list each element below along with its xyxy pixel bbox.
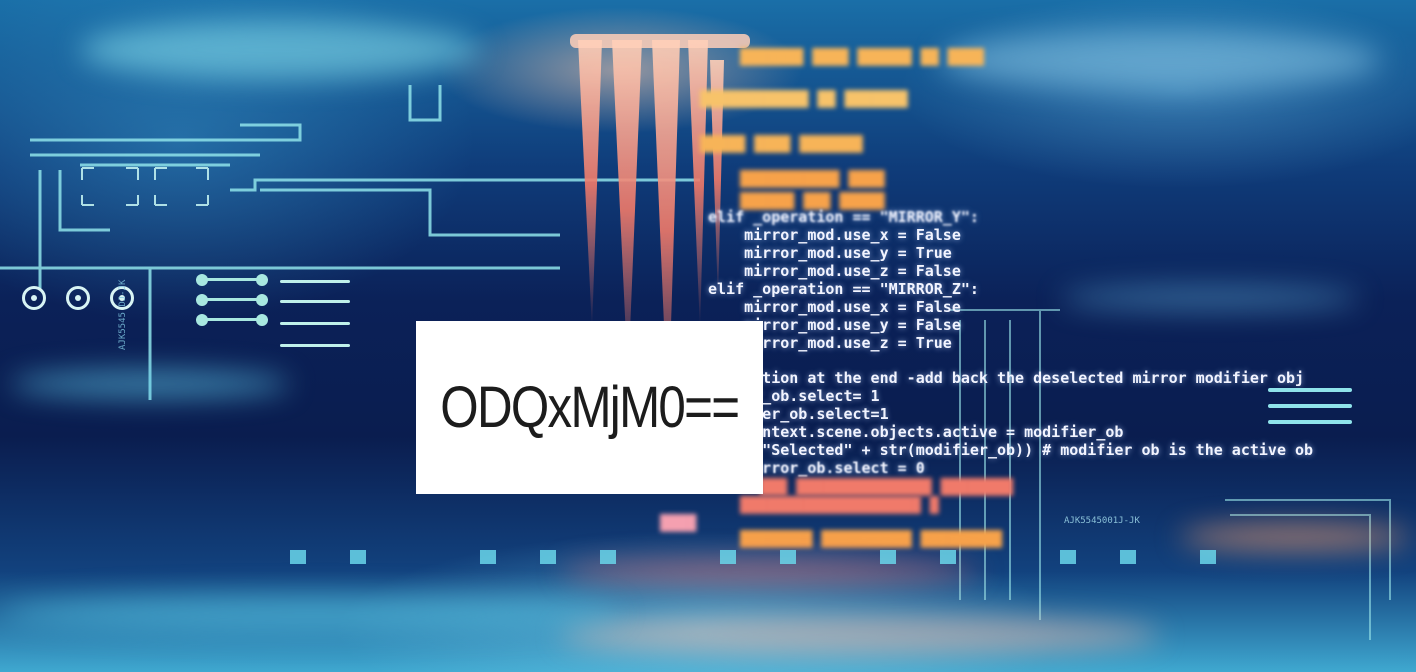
connector-line bbox=[280, 344, 350, 347]
data-block bbox=[540, 550, 556, 564]
part-label-vertical: AJK5545 DJ-JK bbox=[118, 279, 128, 350]
blurred-code-line: ████████████████████ █ bbox=[740, 496, 939, 514]
code-line: mirror_mod.use_y = False bbox=[708, 316, 961, 334]
code-line: print("Selected" + str(modifier_ob)) # m… bbox=[708, 441, 1314, 459]
code-line: mirror_mod.use_x = False bbox=[708, 298, 961, 316]
ring-icon-3 bbox=[110, 286, 134, 310]
code-line: elif _operation == "MIRROR_Y": bbox=[708, 208, 979, 226]
connector-dot bbox=[196, 294, 208, 306]
blurred-code-line: █████ ████ ███████ bbox=[700, 135, 863, 153]
data-block bbox=[940, 550, 956, 564]
data-block bbox=[880, 550, 896, 564]
code-line: #selection at the end -add back the dese… bbox=[708, 369, 1305, 387]
data-block bbox=[720, 550, 736, 564]
data-block bbox=[780, 550, 796, 564]
status-bar bbox=[1268, 420, 1352, 424]
blurred-code-line: ███ ███████████████ ████████ bbox=[760, 478, 1013, 496]
light-streak bbox=[560, 560, 980, 584]
connector-line bbox=[280, 280, 350, 283]
connector-dot bbox=[256, 274, 268, 286]
light-streak bbox=[1180, 525, 1410, 549]
connector-dot bbox=[256, 314, 268, 326]
data-block bbox=[290, 550, 306, 564]
blurred-code-line: ████████████ ██ ███████ bbox=[700, 90, 908, 108]
data-block bbox=[480, 550, 496, 564]
code-line: bpy.context.scene.objects.active = modif… bbox=[708, 423, 1124, 441]
data-block bbox=[600, 550, 616, 564]
light-streak bbox=[1060, 285, 1360, 311]
light-streak bbox=[0, 595, 620, 631]
captcha-card: ODQxMjM0== bbox=[416, 321, 763, 494]
blurred-code-line: ███████████ ████ bbox=[740, 170, 885, 188]
code-line: mirror_mod.use_y = True bbox=[708, 244, 952, 262]
ring-icon-1 bbox=[22, 286, 46, 310]
code-line: mirror_ob.select = 0 bbox=[708, 459, 925, 477]
blurred-code-line: ████ bbox=[660, 514, 697, 532]
status-bar bbox=[1268, 404, 1352, 408]
connector-dot bbox=[256, 294, 268, 306]
connector-dot bbox=[196, 314, 208, 326]
connector-line bbox=[206, 298, 262, 301]
code-line: mirror_mod.use_z = False bbox=[708, 262, 961, 280]
top-light-glow bbox=[80, 20, 480, 80]
blurred-code-line: ███████ ████ ██████ ██ ████ bbox=[740, 48, 984, 66]
data-block bbox=[1200, 550, 1216, 564]
connector-dot bbox=[196, 274, 208, 286]
connector-line bbox=[280, 300, 350, 303]
top-right-glow bbox=[940, 30, 1380, 90]
connector-line bbox=[206, 278, 262, 281]
connector-line bbox=[280, 322, 350, 325]
code-line: elif _operation == "MIRROR_Z": bbox=[708, 280, 979, 298]
light-streak bbox=[10, 370, 290, 398]
code-line: mirror_mod.use_x = False bbox=[708, 226, 961, 244]
data-block bbox=[350, 550, 366, 564]
captcha-text: ODQxMjM0== bbox=[440, 375, 740, 440]
code-line: mirror_mod.use_z = True bbox=[708, 334, 952, 352]
blurred-code-line: ████████ ██████████ █████████ bbox=[740, 530, 1002, 548]
connector-line bbox=[206, 318, 262, 321]
status-bar bbox=[1268, 388, 1352, 392]
ring-icon-2 bbox=[66, 286, 90, 310]
blurred-code-line: ██████ ███ █████ bbox=[740, 192, 885, 210]
light-streak bbox=[560, 615, 1160, 655]
data-block bbox=[1120, 550, 1136, 564]
data-block bbox=[1060, 550, 1076, 564]
part-label: AJK5545001J-JK bbox=[1064, 516, 1140, 526]
